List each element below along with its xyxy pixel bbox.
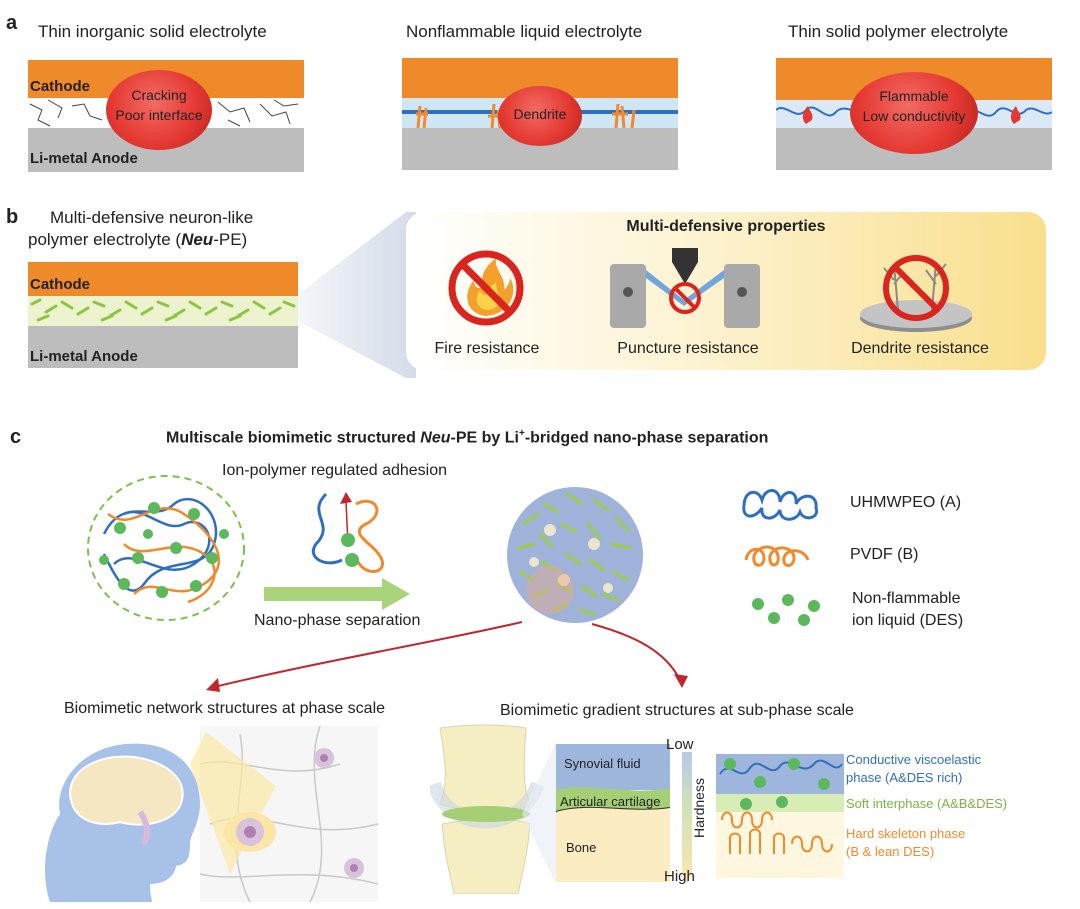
panel-c-title: Multiscale biomimetic structured Neu-PE …	[166, 428, 769, 447]
panel-b-anode-label: Li-metal Anode	[30, 348, 138, 365]
zoom-funnel	[296, 212, 416, 378]
panel-a-title-3: Thin solid polymer electrolyte	[788, 22, 1009, 41]
zoom-arrows	[206, 621, 688, 692]
gradient-structures-title: Biomimetic gradient structures at sub-ph…	[500, 702, 854, 719]
issue-low-conductivity-text: Low conductivity	[862, 108, 966, 124]
fire-resistance-label: Fire resistance	[434, 340, 540, 357]
des-legend-icon	[752, 594, 820, 626]
issue-poor-interface-text: Poor interface	[115, 107, 203, 123]
nano-phase-arrow	[264, 578, 410, 610]
knee-gradient-illustration	[430, 724, 844, 894]
hardness-low-label: Low	[666, 736, 694, 753]
adhesion-label: Ion-polymer regulated adhesion	[222, 462, 448, 479]
panel-a-letter: a	[6, 12, 18, 34]
bone-label: Bone	[566, 840, 597, 855]
uhmwpeo-legend-icon	[742, 489, 819, 521]
panel-b-cathode-label: Cathode	[30, 276, 90, 293]
issue-flammable-text: Flammable	[879, 88, 949, 104]
neu-pe-cell-diagram	[28, 262, 298, 368]
pvdf-legend-icon	[744, 545, 810, 567]
neu-pe-title-line2: polymer electrolyte (Neu-PE)	[28, 230, 248, 249]
adhesion-strands	[312, 492, 384, 573]
fire-resistance-icon	[448, 250, 524, 326]
mixed-polymer-circle	[87, 475, 245, 621]
brain-neuron-illustration	[45, 725, 379, 903]
puncture-resistance-label: Puncture resistance	[617, 340, 759, 357]
phase-conductive-line2: phase (A&DES rich)	[846, 770, 963, 785]
legend-des-line2: ion liquid (DES)	[852, 612, 964, 629]
legend-uhmwpeo: UHMWPEO (A)	[850, 494, 962, 511]
synovial-fluid-label: Synovial fluid	[564, 756, 641, 771]
cracking-warning-bubble	[106, 70, 212, 150]
neu-pe-cell	[28, 262, 298, 368]
panel-a-anode-label: Li-metal Anode	[30, 150, 138, 167]
issue-cracking-text: Cracking	[131, 87, 187, 103]
hardness-axis-label: Hardness	[691, 778, 707, 838]
panel-b-letter: b	[6, 206, 19, 228]
phase-separated-sphere	[507, 487, 643, 623]
properties-title: Multi-defensive properties	[626, 218, 826, 235]
phase-hard-line1: Hard skeleton phase	[846, 826, 966, 841]
panel-a-title-1: Thin inorganic solid electrolyte	[38, 22, 267, 41]
legend-des-line1: Non-flammable	[852, 590, 961, 607]
dendrite-resistance-label: Dendrite resistance	[851, 340, 989, 357]
flammable-warning-bubble	[850, 72, 978, 154]
phase-soft-interphase: Soft interphase (A&B&DES)	[846, 796, 1008, 811]
neu-pe-title-line1: Multi-defensive neuron-like	[50, 208, 254, 227]
network-structures-title: Biomimetic network structures at phase s…	[64, 700, 386, 717]
dendrite-resistance-icon	[860, 255, 972, 332]
dendrite-warning-bubble	[498, 86, 582, 146]
phase-conductive-line1: Conductive viscoelastic	[846, 752, 982, 767]
articular-cartilage-label: Articular cartilage	[560, 794, 661, 809]
legend-pvdf: PVDF (B)	[850, 546, 919, 563]
panel-a-title-2: Nonflammable liquid electrolyte	[406, 22, 643, 41]
puncture-resistance-icon	[610, 248, 760, 328]
panel-a-cathode-label: Cathode	[30, 78, 90, 95]
panel-c-letter: c	[10, 426, 22, 448]
hardness-high-label: High	[664, 868, 695, 885]
issue-dendrite-text: Dendrite	[513, 106, 567, 122]
nano-phase-label: Nano-phase separation	[254, 612, 421, 629]
phase-hard-line2: (B & lean DES)	[846, 844, 935, 859]
